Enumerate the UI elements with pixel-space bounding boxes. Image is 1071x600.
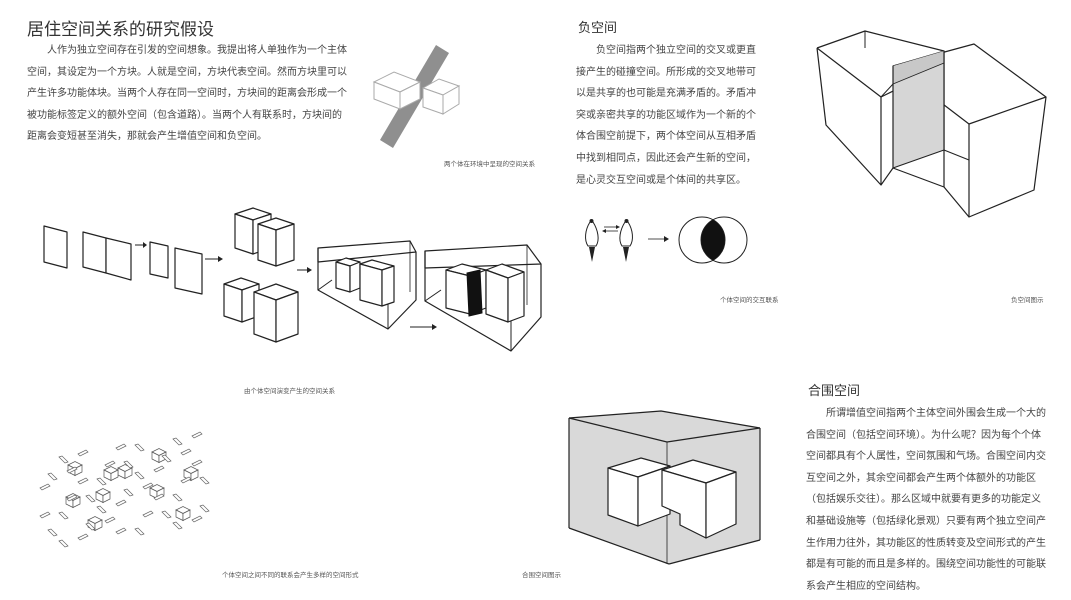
caption-evolution: 由个体空间演变产生的空间关系 [244, 387, 335, 395]
pattern-cube [183, 466, 199, 482]
pattern-slab [161, 454, 172, 463]
pattern-cube [149, 484, 165, 500]
page-title: 居住空间关系的研究假设 [27, 20, 214, 40]
pattern-slab [115, 499, 127, 507]
pattern-slab [77, 449, 89, 457]
pattern-slab [58, 511, 69, 520]
section-title-negative: 负空间 [578, 21, 618, 36]
pattern-slab [180, 476, 192, 484]
pattern-slab [161, 510, 172, 519]
pattern-slab [134, 471, 145, 480]
pattern-slab [134, 527, 145, 536]
pattern-slab [104, 460, 116, 468]
pattern-slab [123, 460, 134, 469]
pattern-slab [191, 459, 203, 467]
pattern-slab [191, 515, 203, 523]
pattern-slab [142, 482, 154, 490]
pattern-slab [85, 494, 96, 503]
pattern-slab [115, 443, 127, 451]
caption-negative-diagram: 负空间图示 [1011, 296, 1044, 304]
pattern-slab [58, 455, 69, 464]
enclosure-paragraph: 所谓增值空间指两个主体空间外围会生成一个大的合围空间（包括空间环境）。为什么呢？… [806, 408, 1046, 592]
pattern-slab [115, 527, 127, 535]
pattern-slab [153, 493, 165, 501]
caption-interaction: 个体空间的交互联系 [720, 296, 779, 304]
caption-environment: 两个体在环境中呈现的空间关系 [444, 160, 535, 168]
negative-paragraph: 负空间指两个独立空间的交叉或更直接产生的碰撞空间。所形成的交叉地带可以是共享的也… [576, 45, 756, 186]
section-title-enclosure: 合围空间 [808, 384, 861, 399]
pattern-slab [199, 476, 210, 485]
pattern-slab [96, 477, 107, 486]
pattern-slab [180, 448, 192, 456]
pattern-slab [191, 431, 203, 439]
caption-enclosure-diagram: 合围空间图示 [522, 571, 561, 579]
pattern-slab [47, 528, 58, 537]
pattern-cube [103, 466, 119, 482]
pattern-slab [58, 539, 69, 548]
pattern-slab [104, 516, 116, 524]
pattern-cube [151, 448, 167, 464]
main-paragraph: 人作为独立空间存在引发的空间想象。我提出将人单独作为一个主体空间，其设定为一个方… [27, 45, 347, 143]
pattern-slab [39, 483, 51, 491]
pattern-slab [172, 521, 183, 530]
pattern-slab [199, 504, 210, 513]
pattern-slab [153, 465, 165, 473]
pattern-slab [172, 493, 183, 502]
pattern-slab [77, 533, 89, 541]
pattern-cube [117, 464, 133, 480]
pattern-slab [123, 488, 134, 497]
pattern-cube [67, 461, 83, 477]
pattern-slab [39, 511, 51, 519]
pattern-cube [87, 516, 103, 532]
pattern-slab [96, 505, 107, 514]
pattern-slab [172, 437, 183, 446]
pattern-slab [142, 510, 154, 518]
pattern-slab [85, 522, 96, 531]
pattern-slab [66, 494, 78, 502]
pattern-slab [66, 466, 78, 474]
pattern-slab [134, 443, 145, 452]
pattern-slab [47, 472, 58, 481]
pattern-cube [175, 506, 191, 522]
pattern-cube [95, 488, 111, 504]
pattern-cube [65, 493, 81, 509]
caption-pattern: 个体空间之间不同的联系会产生多样的空间形式 [222, 571, 359, 579]
pattern-slab [77, 477, 89, 485]
